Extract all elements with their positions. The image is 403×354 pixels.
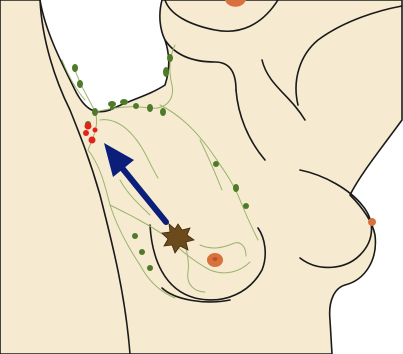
lymph-node-icon (110, 106, 114, 110)
sentinel-node-icon (85, 123, 92, 130)
lymph-node-icon (133, 103, 139, 109)
lymph-node-icon (139, 249, 145, 255)
sentinel-node-icon (93, 128, 98, 133)
sentinel-node-icon (83, 130, 89, 136)
lymph-node-icon (160, 108, 166, 116)
lymph-node-icon (132, 233, 138, 239)
lymph-node-icon (163, 67, 169, 77)
lymph-node-icon (72, 64, 78, 72)
lymph-node-icon (233, 184, 239, 192)
nipple-icon (207, 253, 223, 267)
lymph-node-icon (213, 161, 219, 167)
lymph-node-icon (243, 203, 249, 209)
lymph-node-icon (147, 104, 153, 112)
sentinel-node-icon (89, 137, 96, 144)
lymph-node-icon (77, 80, 83, 88)
lymph-node-icon (147, 265, 153, 271)
right-nipple-icon (368, 218, 376, 226)
lymph-node-icon (92, 108, 98, 116)
lymph-node-icon (167, 54, 173, 62)
lymph-node-icon (120, 99, 128, 105)
